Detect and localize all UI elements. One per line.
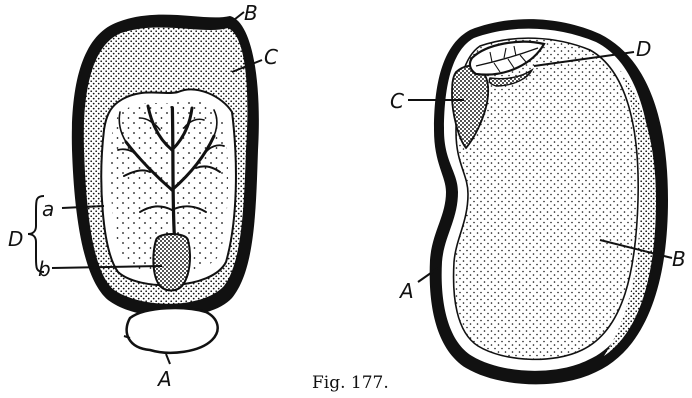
left-seed-label-d-upper: D xyxy=(8,227,23,251)
left-seed-radicle xyxy=(153,234,190,291)
left-seed: B C a b D A xyxy=(8,1,278,391)
left-seed-label-b-upper: B xyxy=(244,1,258,25)
right-seed-label-b: B xyxy=(672,247,686,271)
left-seed-label-b-lower: b xyxy=(38,257,51,281)
left-seed-label-a-lower: a xyxy=(42,197,54,221)
left-seed-hilum xyxy=(127,308,218,353)
figure-caption: Fig. 177. xyxy=(312,373,389,393)
left-seed-label-a-upper: A xyxy=(156,367,172,391)
left-seed-label-c-upper: C xyxy=(264,45,278,69)
right-seed-label-c: C xyxy=(390,89,404,113)
right-seed-label-d: D xyxy=(636,37,651,61)
right-seed: D C B A xyxy=(390,19,686,384)
right-seed-label-a: A xyxy=(398,279,414,303)
